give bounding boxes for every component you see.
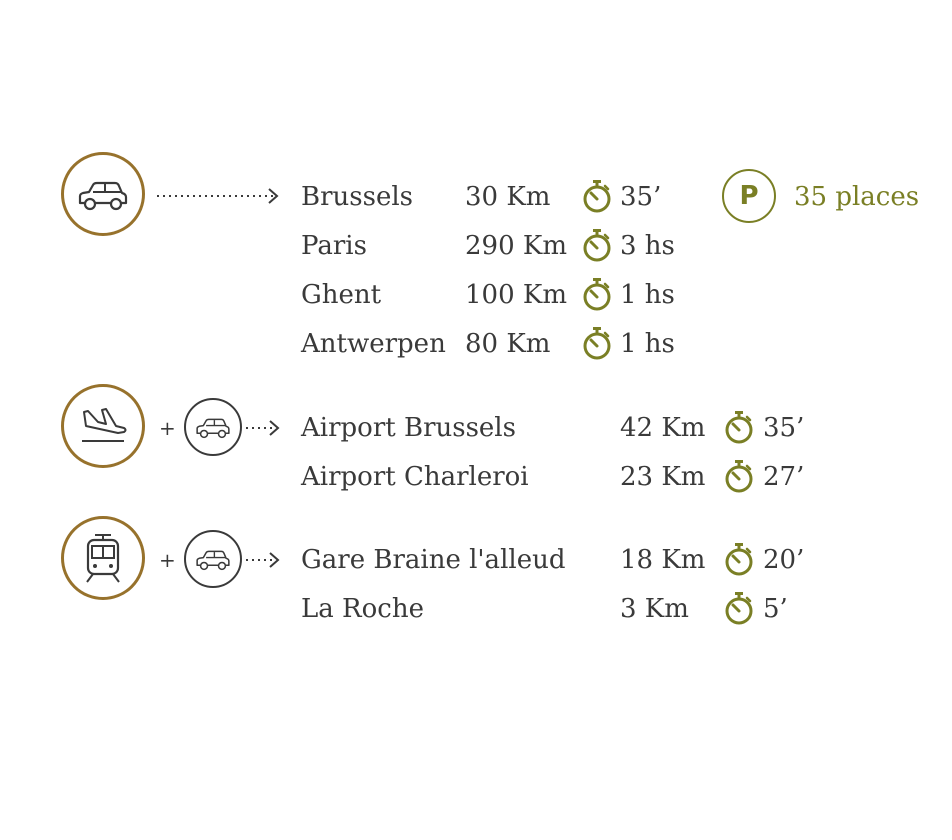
car-icon xyxy=(196,550,230,571)
car-mode-icon xyxy=(61,152,145,236)
duration-value: 35’ xyxy=(763,413,805,443)
plus-sign: + xyxy=(159,548,176,572)
destination-name: Brussels xyxy=(301,182,414,212)
car-mode-small-icon xyxy=(184,398,242,456)
parking-places: 35 places xyxy=(794,182,920,212)
distance-value: 290 Km xyxy=(465,231,567,261)
timer-icon xyxy=(583,228,611,262)
duration-value: 1 hs xyxy=(620,329,675,359)
timer-icon xyxy=(725,542,753,576)
destination-name: Antwerpen xyxy=(301,329,446,359)
train-mode-icon xyxy=(61,516,145,600)
duration-value: 27’ xyxy=(763,462,805,492)
duration-value: 3 hs xyxy=(620,231,675,261)
destination-name: Airport Brussels xyxy=(301,413,516,443)
plane-mode-icon xyxy=(61,384,145,468)
parking-icon: P xyxy=(722,169,776,223)
destination-name: Paris xyxy=(301,231,367,261)
duration-value: 1 hs xyxy=(620,280,675,310)
car-icon xyxy=(196,418,230,439)
distance-value: 23 Km xyxy=(620,462,706,492)
car-icon xyxy=(78,181,128,211)
destination-name: Gare Braine l'alleud xyxy=(301,545,566,575)
duration-value: 20’ xyxy=(763,545,805,575)
car-mode-small-icon xyxy=(184,530,242,588)
distance-value: 80 Km xyxy=(465,329,551,359)
timer-icon xyxy=(583,179,611,213)
parking-letter: P xyxy=(739,181,759,211)
timer-icon xyxy=(725,459,753,493)
duration-value: 35’ xyxy=(620,182,662,212)
dotted-arrow-icon xyxy=(246,552,280,568)
plane-landing-icon xyxy=(82,408,127,442)
dotted-arrow-icon xyxy=(246,420,280,436)
dotted-arrow-icon xyxy=(157,188,279,204)
timer-icon xyxy=(725,591,753,625)
distance-value: 3 Km xyxy=(620,594,689,624)
distance-value: 100 Km xyxy=(465,280,567,310)
destination-name: Airport Charleroi xyxy=(301,462,529,492)
destination-name: Ghent xyxy=(301,280,382,310)
timer-icon xyxy=(725,410,753,444)
plus-sign: + xyxy=(159,416,176,440)
timer-icon xyxy=(583,277,611,311)
duration-value: 5’ xyxy=(763,594,788,624)
distance-value: 30 Km xyxy=(465,182,551,212)
distance-value: 42 Km xyxy=(620,413,706,443)
timer-icon xyxy=(583,326,611,360)
destination-name: La Roche xyxy=(301,594,424,624)
train-icon xyxy=(86,534,120,583)
distance-value: 18 Km xyxy=(620,545,706,575)
